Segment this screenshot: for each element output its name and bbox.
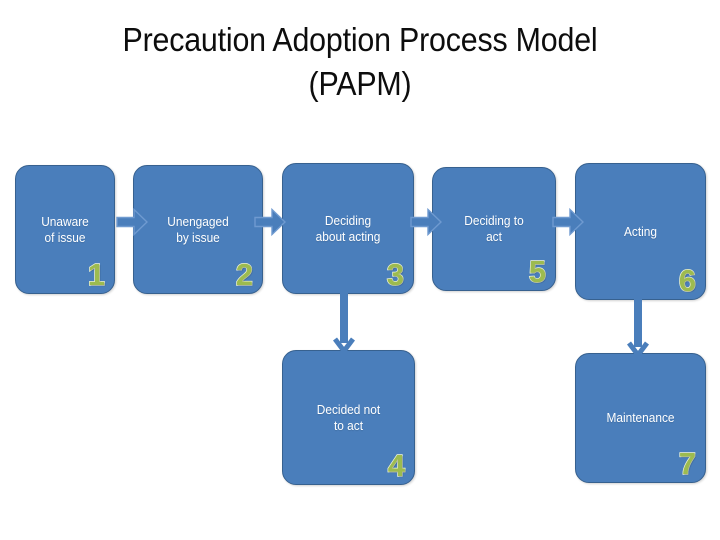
stage-label-3: Deciding about acting xyxy=(315,213,381,244)
stage-label-6: Acting xyxy=(623,224,658,239)
arrow-stage5-to-stage6-icon xyxy=(552,207,584,237)
arrow-stage2-to-stage3-icon xyxy=(254,207,286,237)
stage-label-2: Unengaged by issue xyxy=(167,214,229,245)
stage-number-2: 2 xyxy=(235,257,254,292)
stage-number-3: 3 xyxy=(386,257,405,292)
stage-number-7: 7 xyxy=(678,446,697,481)
stage-label-5: Deciding to act xyxy=(464,214,524,244)
stage-label-4: Decided not to act xyxy=(316,402,381,433)
stage-box-4[interactable]: Decided not to act 4 xyxy=(282,350,415,485)
stage-number-6: 6 xyxy=(678,263,697,298)
stage-label-1: Unaware of issue xyxy=(41,214,89,245)
stage-box-7[interactable]: Maintenance 7 xyxy=(575,353,706,483)
stage-number-1: 1 xyxy=(87,257,106,292)
stage-box-2[interactable]: Unengaged by issue 2 xyxy=(133,165,263,294)
arrow-stage6-to-stage7-icon xyxy=(625,298,651,358)
arrow-stage3-to-stage4-icon xyxy=(331,292,357,354)
stage-number-4: 4 xyxy=(387,448,406,483)
stage-label-7: Maintenance xyxy=(606,411,675,425)
stage-box-1[interactable]: Unaware of issue 1 xyxy=(15,165,115,294)
stage-box-6[interactable]: Acting 6 xyxy=(575,163,706,300)
stage-box-5[interactable]: Deciding to act 5 xyxy=(432,167,556,291)
stage-box-3[interactable]: Deciding about acting 3 xyxy=(282,163,414,294)
stage-number-5: 5 xyxy=(528,254,547,289)
page-title: Precaution Adoption Process Model (PAPM) xyxy=(122,21,598,102)
arrow-stage3-to-stage5-icon xyxy=(410,207,442,237)
arrow-stage1-to-stage2-icon xyxy=(116,207,148,237)
